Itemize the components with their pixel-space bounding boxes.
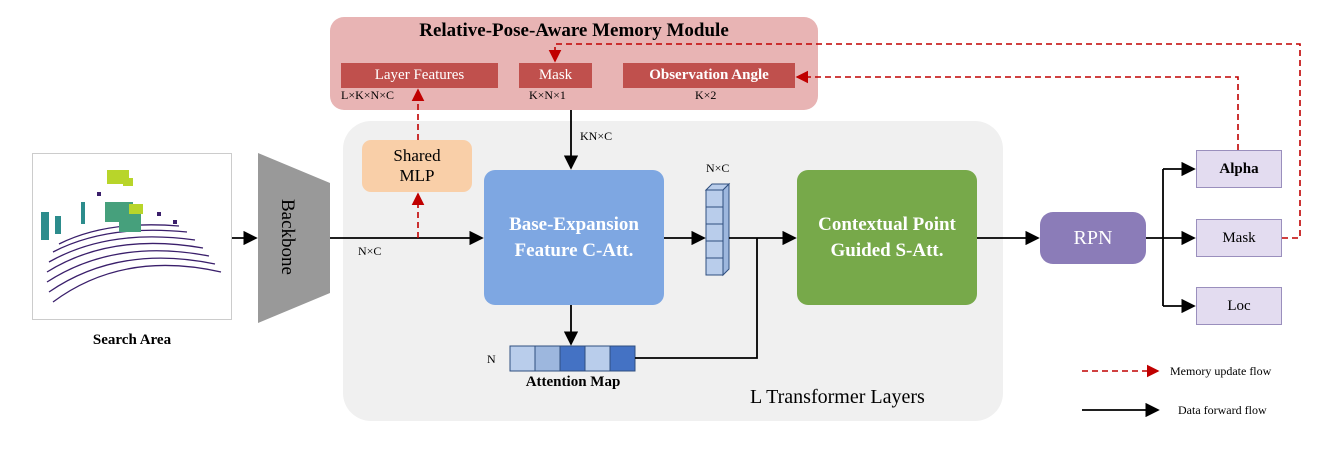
layer-features-box: Layer Features — [341, 63, 498, 88]
shared-mlp-line-2: MLP — [399, 166, 435, 185]
memory-in-dim: KN×C — [580, 129, 613, 143]
alpha-output-box: Alpha — [1196, 150, 1282, 188]
point-cloud-image — [41, 170, 222, 303]
attention-map-dim: N — [487, 352, 496, 366]
feature-column-stack — [704, 182, 731, 277]
legend-data-forward: Data forward flow — [1178, 403, 1267, 417]
base-expansion-attention-box: Base-Expansion Feature C-Att. — [484, 170, 664, 305]
contextual-line-1: Contextual Point — [818, 213, 956, 235]
feature-dim: N×C — [706, 161, 730, 175]
attention-map-label: Attention Map — [525, 374, 621, 390]
contextual-point-attention-box: Contextual Point Guided S-Att. — [797, 170, 977, 305]
observation-angle-dim: K×2 — [695, 88, 717, 102]
rpn-box: RPN — [1040, 212, 1146, 264]
contextual-line-2: Guided S-Att. — [830, 239, 944, 261]
mask-output-box: Mask — [1196, 219, 1282, 257]
loc-output-box: Loc — [1196, 287, 1282, 325]
shared-mlp-box: Shared MLP — [362, 140, 472, 192]
mask-memory-box: Mask — [519, 63, 592, 88]
observation-angle-box: Observation Angle — [623, 63, 795, 88]
legend-memory-update: Memory update flow — [1170, 364, 1272, 378]
backbone-block — [258, 153, 330, 323]
shared-mlp-line-1: Shared — [393, 146, 441, 165]
memory-module-title: Relative-Pose-Aware Memory Module — [419, 20, 729, 41]
mask-dim: K×N×1 — [529, 88, 566, 102]
search-area-point-cloud — [32, 153, 232, 320]
layer-features-dim: L×K×N×C — [341, 88, 394, 102]
search-area-label: Search Area — [92, 332, 172, 348]
attention-map-strip — [509, 345, 636, 372]
base-expansion-line-1: Base-Expansion — [509, 213, 639, 235]
base-expansion-line-2: Feature C-Att. — [514, 239, 634, 261]
transformer-layers-label: L Transformer Layers — [750, 386, 925, 408]
backbone-out-dim: N×C — [358, 244, 382, 258]
